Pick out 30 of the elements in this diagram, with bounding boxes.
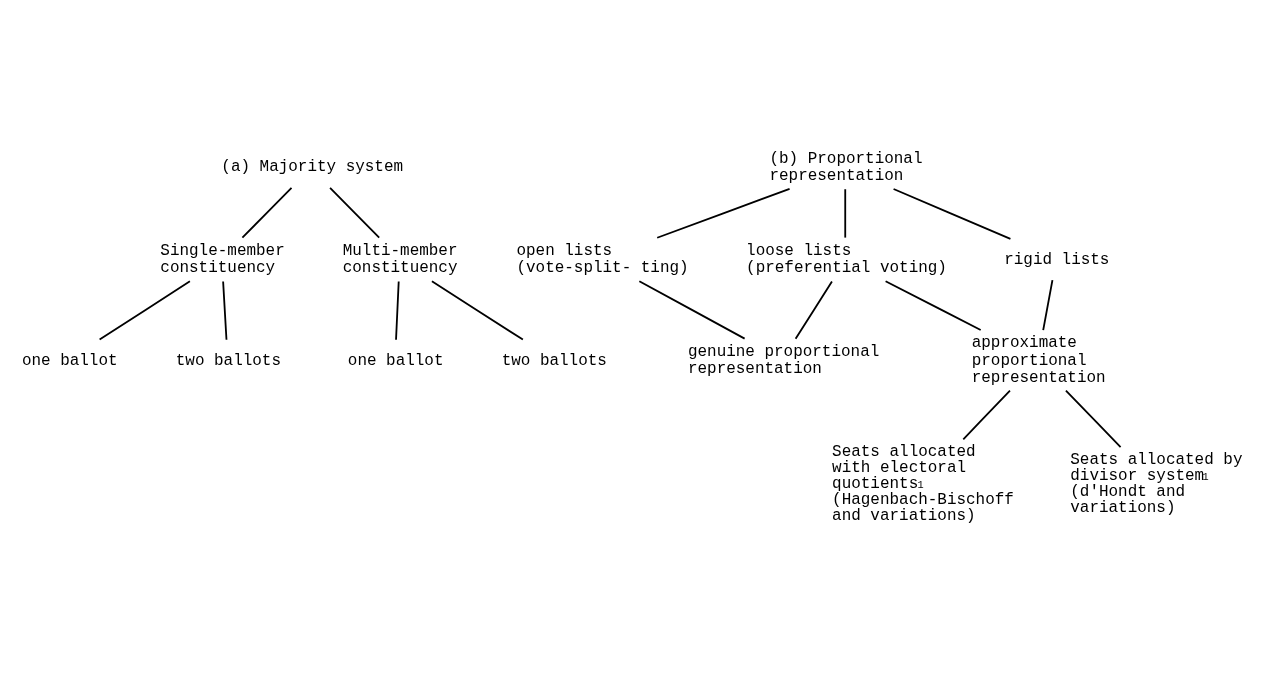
- node-text: Seats allocated by divisor system1 (d'Hondt and variations): [1070, 450, 1243, 517]
- connector: [962, 389, 1011, 440]
- connector: [98, 279, 191, 340]
- node-text: (b) Proportional representation: [769, 149, 923, 185]
- node-text: approximate proportional representation: [971, 333, 1106, 387]
- node-text: loose lists (preferential voting): [746, 241, 947, 277]
- connector: [794, 280, 833, 340]
- connector: [241, 186, 293, 239]
- connector: [884, 279, 982, 331]
- connector: [638, 279, 746, 339]
- node-text: one ballot: [347, 351, 444, 370]
- connector: [329, 186, 381, 239]
- connector: [656, 187, 791, 239]
- connector: [1065, 389, 1122, 448]
- connector: [395, 280, 400, 341]
- node-text: two ballots: [501, 351, 607, 370]
- node-text: genuine proportional representation: [687, 342, 880, 378]
- connector: [1042, 278, 1054, 331]
- connector: [222, 280, 228, 341]
- node-text: Multi-member constituency: [342, 241, 458, 277]
- node-text: open lists (vote-split- ting): [516, 241, 689, 277]
- node-text: Single-member constituency: [160, 241, 285, 277]
- node-text: one ballot: [21, 351, 118, 370]
- connector: [844, 187, 847, 238]
- connector: [431, 279, 524, 340]
- node-text: rigid lists: [1004, 250, 1110, 269]
- node-text: two ballots: [175, 351, 281, 370]
- node-text: (a) Majority system: [221, 157, 404, 176]
- connector: [892, 187, 1012, 240]
- node-text: Seats allocated with electoral quotients1 (Hagenbach-Bischoff and variations): [832, 442, 1014, 525]
